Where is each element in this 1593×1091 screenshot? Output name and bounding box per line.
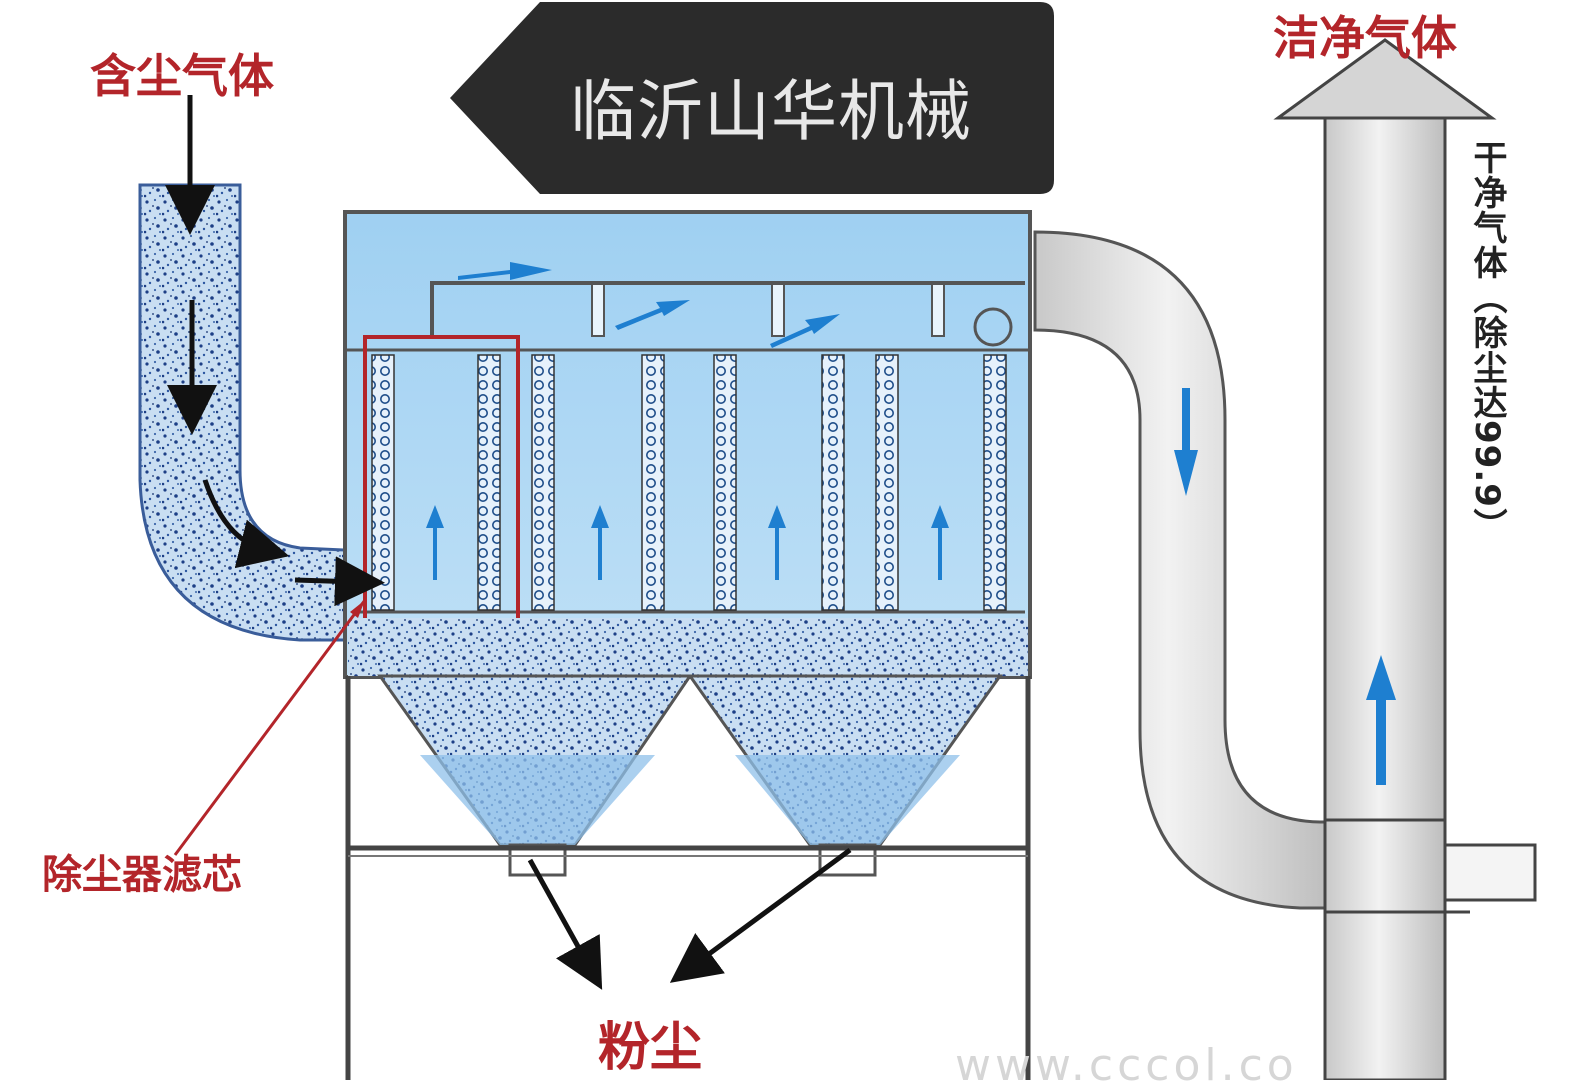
filter-leader-line: [173, 599, 367, 856]
filter-leader-arrowhead: [350, 600, 365, 618]
label-clean-gas: 洁净气体: [1273, 11, 1457, 65]
label-dry-clean-gas: 干净气体（除尘达99.9）: [1467, 140, 1507, 543]
label-dusty-gas: 含尘气体: [90, 49, 274, 103]
support-frame: [345, 676, 1031, 1080]
airflow-arrows: [426, 262, 1396, 785]
watermark-text: www.cccol.co: [955, 1040, 1298, 1091]
outlet-duct: [1033, 230, 1332, 910]
inlet-duct: [138, 183, 347, 642]
label-filter-cartridge: 除尘器滤芯: [42, 852, 242, 898]
chimney-stack: [1273, 38, 1537, 1080]
dust-flow-arrows: [165, 95, 852, 990]
filter-cartridges: [371, 354, 1007, 611]
brand-banner-text: 临沂山华机械: [570, 73, 972, 150]
dust-hoppers: [348, 618, 1028, 877]
collector-chamber: [343, 210, 1032, 679]
label-dust: 粉尘: [598, 1018, 703, 1078]
brand-banner-shape: [450, 2, 1054, 194]
